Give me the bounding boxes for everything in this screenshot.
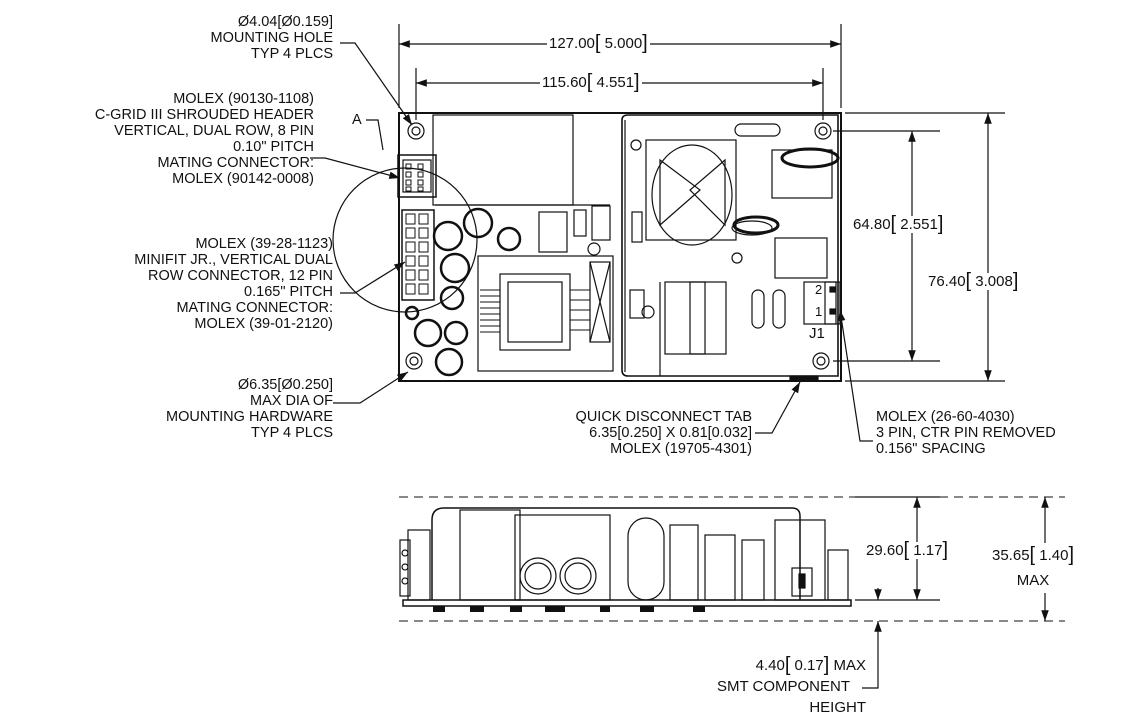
pcb-top-view — [398, 112, 842, 382]
pcb-side-view — [402, 599, 852, 607]
dim-max-height: 35.65[ 1.40] MAX — [990, 543, 1077, 593]
minifit-connector — [401, 209, 435, 301]
mounting-hole-tr — [814, 122, 832, 140]
leader-hardware — [333, 371, 409, 404]
leader-quick-disconnect — [755, 381, 801, 434]
leader-minifit — [340, 261, 406, 294]
callout-hardware: Ø6.35[Ø0.250] MAX DIA OF MOUNTING HARDWA… — [165, 377, 333, 441]
mounting-hole-bl — [405, 352, 423, 370]
j1-header — [824, 281, 841, 325]
dim-body-height: 29.60[ 1.17] — [864, 539, 951, 561]
leader-j1 — [837, 309, 873, 442]
pin-1-label: 1 — [815, 304, 823, 319]
leader-cgrid — [310, 157, 401, 179]
dim-overall-height: 76.40[ 3.008] — [926, 270, 1021, 292]
quick-disconnect-tab — [789, 375, 819, 382]
leader-mounting-hole — [340, 42, 413, 126]
j1-label: J1 — [809, 325, 825, 342]
dim-hole-spacing-x: 115.60[ 4.551] — [540, 71, 642, 93]
callout-j1-connector: MOLEX (26-60-4030) 3 PIN, CTR PIN REMOVE… — [876, 409, 1056, 457]
pin-2-label: 2 — [815, 282, 823, 297]
mounting-hole-tl — [407, 122, 425, 140]
dim-hole-spacing-y: 64.80[ 2.551] — [851, 213, 946, 235]
callout-minifit: MOLEX (39-28-1123) MINIFIT JR., VERTICAL… — [134, 236, 333, 332]
detail-circle-a — [332, 167, 478, 313]
dim-overall-width: 127.00[ 5.000] — [547, 32, 650, 54]
callout-mounting-hole: Ø4.04[Ø0.159] MOUNTING HOLE TYP 4 PLCS — [210, 14, 333, 62]
callout-quick-disconnect: QUICK DISCONNECT TAB 6.35[0.250] X 0.81[… — [575, 409, 752, 457]
callout-cgrid-header: MOLEX (90130-1108) C-GRID III SHROUDED H… — [94, 91, 314, 187]
leader-smt — [862, 650, 879, 689]
dim-smt-height: 4.40[ 0.17] MAX SMT COMPONENT HEIGHT — [716, 654, 866, 717]
mounting-hole-br — [812, 352, 830, 370]
leader-detail-a — [366, 119, 384, 151]
detail-ref-a: A — [352, 112, 362, 128]
cgrid-header — [397, 154, 437, 198]
